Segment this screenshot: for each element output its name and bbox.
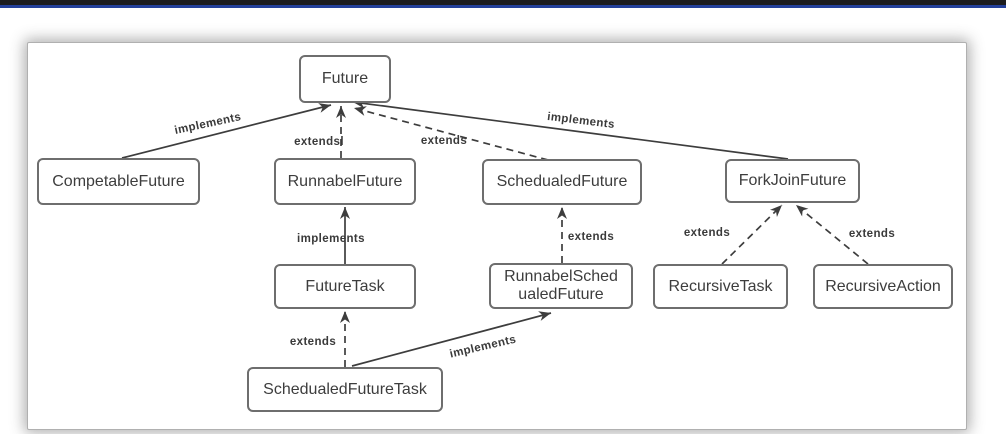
edge-label-recursive-action--fork-join-future: extends [849,228,895,240]
edge-label-schedualed-future-task--future-task: extends [290,336,336,348]
class-box-schedualed-future-task: SchedualedFutureTask [247,367,443,412]
edge-label-schedualed-future--future: extends [421,135,467,147]
edge-label-recursive-task--fork-join-future: extends [684,227,730,239]
edge-fork-join-future--future [352,98,789,160]
edge-recursive-task--fork-join-future [721,204,783,265]
edge-label-runnabel-future--future: extendsl [294,136,344,148]
class-box-competable-future: CompetableFuture [37,158,200,205]
edge-label-future-task--runnabel-future: implements [297,233,365,245]
edge-label-schedualed-future-task--runnabel-schedualed-future: implements [449,334,518,361]
edge-schedualed-future--future [353,106,549,161]
class-box-runnabel-future: RunnabelFuture [274,158,416,205]
edge-schedualed-future-task--runnabel-schedualed-future [351,311,552,367]
class-box-schedualed-future: SchedualedFuture [482,159,642,205]
edge-competable-future--future [121,103,332,159]
top-bar [0,0,1006,5]
class-box-recursive-action: RecursiveAction [813,264,953,309]
edge-label-runnabel-schedualed-future--schedualed-future: extends [568,231,614,243]
edge-label-fork-join-future--future: implements [547,111,616,131]
class-box-future-task: FutureTask [274,264,416,309]
class-box-runnabel-schedualed-future: RunnabelSched ualedFuture [489,263,633,309]
edge-recursive-action--fork-join-future [795,204,869,265]
class-box-recursive-task: RecursiveTask [653,264,788,309]
class-box-fork-join-future: ForkJoinFuture [725,159,860,203]
edge-label-competable-future--future: implements [174,111,243,137]
top-bar-accent-line [0,5,1006,8]
class-box-future: Future [299,55,391,103]
